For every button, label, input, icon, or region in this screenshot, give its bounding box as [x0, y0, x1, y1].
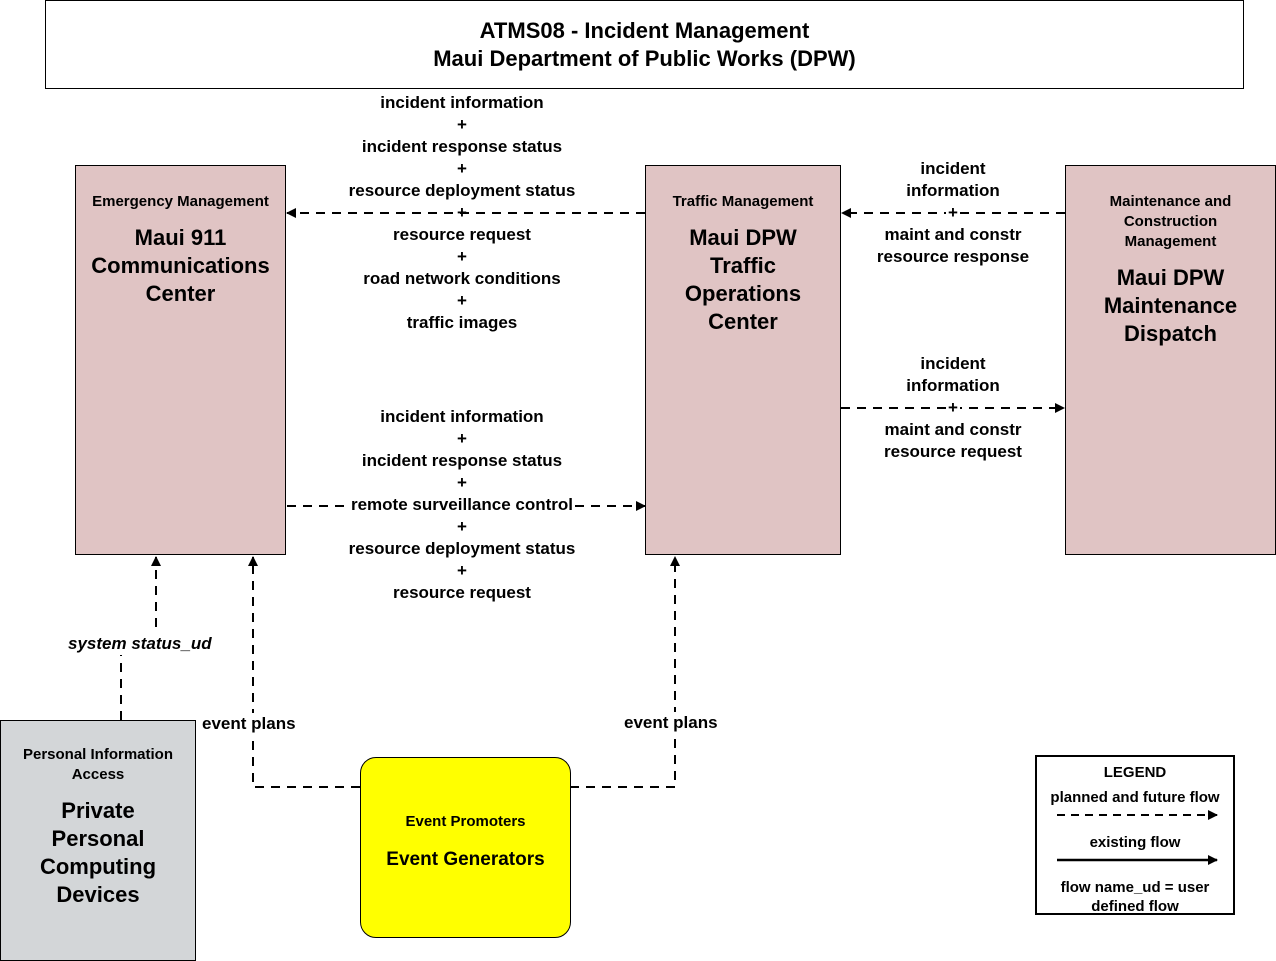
flow-plus: + [457, 429, 467, 448]
node-name: Maui DPW Traffic Operations Center [646, 224, 840, 336]
node-name-line: Maintenance [1103, 293, 1238, 318]
flow-item: incident response status [361, 137, 563, 156]
flow-item-wrap: remote surveillance control [338, 494, 586, 516]
flow-item: information [906, 181, 1000, 200]
legend: LEGEND planned and future flow existing … [1035, 755, 1235, 915]
legend-ud-line2: defined flow [1091, 898, 1179, 915]
flow-item: resource request [393, 583, 531, 602]
node-category-line: Personal Information [22, 746, 174, 763]
flow-label-toc-to-maint: incident information + maint and constr … [865, 353, 1041, 463]
node-category-line: Access [71, 766, 125, 783]
node-name-line: Private [61, 798, 135, 823]
node-maintenance-construction: Maintenance and Construction Management … [1065, 165, 1276, 555]
node-category: Maintenance and Construction Management [1066, 192, 1275, 252]
flow-item: resource response [876, 247, 1030, 266]
node-category: Event Promoters [405, 813, 526, 830]
node-name: Maui DPW Maintenance Dispatch [1066, 264, 1275, 348]
flow-label-event-plans-right: event plans [622, 712, 720, 734]
flow-item: incident response status [361, 451, 563, 470]
node-name-line: Personal [51, 826, 145, 851]
flow-item: incident information [380, 93, 544, 112]
node-name-line: Operations [684, 281, 802, 306]
node-name-line: Communications [91, 253, 270, 278]
diagram-title: ATMS08 - Incident Management Maui Depart… [45, 0, 1244, 89]
node-traffic-management: Traffic Management Maui DPW Traffic Oper… [645, 165, 841, 555]
flow-item: incident [920, 354, 986, 373]
flow-item: incident information [380, 407, 544, 426]
node-name-line: Maui 911 [134, 225, 227, 250]
legend-planned-label: planned and future flow [1050, 789, 1220, 806]
node-name-line: Maui DPW [1116, 265, 1225, 290]
node-name-line: Dispatch [1124, 321, 1217, 346]
flow-plus: + [457, 159, 467, 178]
node-category-line: Construction [1123, 213, 1218, 230]
flow-plus: + [946, 397, 960, 419]
flow-item: resource deployment status [348, 181, 576, 200]
flow-plus: + [457, 247, 467, 266]
flow-plus-wrap: + [865, 397, 1041, 419]
flow-plus: + [457, 115, 467, 134]
node-name-line: Maui DPW [689, 225, 797, 250]
flow-item: resource request [393, 225, 531, 244]
node-name: Private Personal Computing Devices [1, 797, 195, 909]
legend-ud-line1: flow name_ud = user [1060, 879, 1210, 896]
legend-title: LEGEND [1103, 764, 1167, 781]
flow-item: incident [920, 159, 986, 178]
node-name-line: Traffic [709, 253, 777, 278]
flow-plus: + [457, 561, 467, 580]
node-name: Maui 911 Communications Center [76, 224, 285, 308]
legend-planned-line [1057, 810, 1218, 820]
flow-plus: + [946, 202, 960, 224]
flow-label-system-status: system status_ud [66, 633, 214, 655]
flow-item: maint and constr [884, 225, 1022, 244]
flow-label-event-plans-left: event plans [200, 713, 298, 735]
diagram-title-line1: ATMS08 - Incident Management [479, 17, 810, 43]
node-emergency-management: Emergency Management Maui 911 Communicat… [75, 165, 286, 555]
flow-plus-wrap: + [865, 202, 1041, 224]
flow-label-toc-to-911: incident information + incident response… [338, 92, 586, 334]
node-event-promoters: Event Promoters Event Generators [360, 757, 571, 938]
flow-plus: + [457, 473, 467, 492]
flow-item: information [906, 376, 1000, 395]
node-category-line: Maintenance and [1109, 193, 1232, 210]
node-category: Traffic Management [672, 193, 814, 210]
node-name: Event Generators [386, 849, 545, 870]
flow-item: resource deployment status [348, 539, 576, 558]
node-category: Personal Information Access [1, 745, 195, 785]
flow-plus: + [457, 203, 467, 222]
node-category-line: Management [1124, 233, 1217, 250]
flow-label-911-to-toc: incident information + incident response… [338, 406, 586, 604]
flow-item: traffic images [406, 313, 518, 332]
node-personal-information-access: Personal Information Access Private Pers… [0, 720, 196, 961]
flow-item: road network conditions [363, 269, 561, 288]
flow-line-event-to-911 [248, 556, 360, 788]
flow-plus: + [457, 291, 467, 310]
node-name-line: Computing [39, 854, 157, 879]
legend-existing-line [1057, 855, 1218, 865]
legend-existing-label: existing flow [1089, 834, 1181, 851]
flow-label-maint-to-toc: incident information + maint and constr … [865, 158, 1041, 268]
flow-line-event-to-toc [570, 556, 680, 788]
node-category: Emergency Management [92, 193, 269, 210]
flow-item: maint and constr [884, 420, 1022, 439]
node-name-line: Devices [56, 882, 140, 907]
flow-plus: + [457, 517, 467, 536]
node-name-line: Center [145, 281, 216, 306]
diagram-title-line2: Maui Department of Public Works (DPW) [433, 45, 856, 71]
node-name-line: Center [708, 309, 778, 334]
flow-item: remote surveillance control [348, 494, 576, 516]
flow-item: resource request [884, 442, 1022, 461]
